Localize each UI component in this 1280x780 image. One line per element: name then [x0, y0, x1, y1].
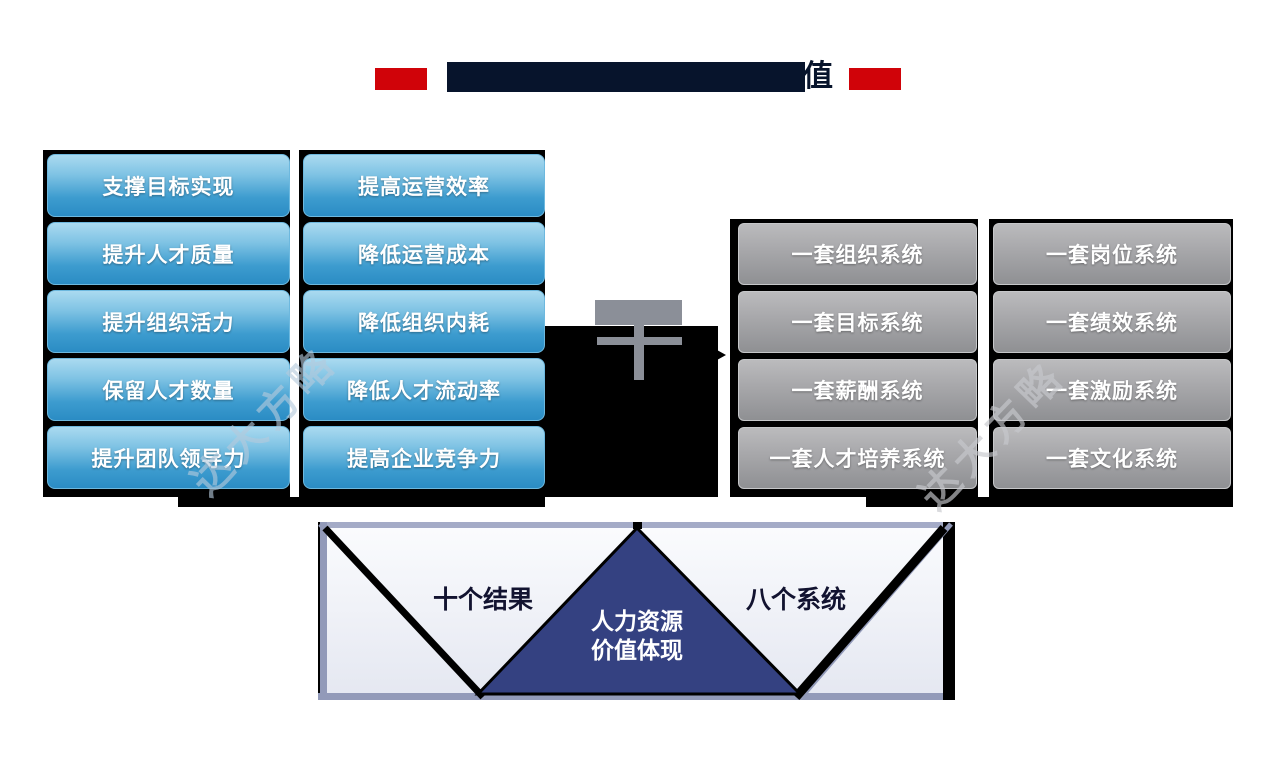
result-item[interactable]: 降低人才流动率: [303, 358, 545, 421]
systems-panel-shadow: [866, 497, 1233, 507]
system-item[interactable]: 一套文化系统: [993, 427, 1231, 489]
triangle-label-line2: 价值体现: [591, 638, 683, 664]
left-funnel-label: 十个结果: [432, 585, 533, 614]
result-item[interactable]: 提升组织活力: [47, 290, 290, 353]
result-item[interactable]: 提升团队领导力: [47, 426, 290, 489]
result-item[interactable]: 支撑目标实现: [47, 154, 290, 217]
system-item[interactable]: 一套人才培养系统: [738, 427, 977, 489]
figure-border-bottom: [318, 693, 955, 700]
system-item[interactable]: 一套绩效系统: [993, 291, 1231, 353]
plus-panel: [545, 326, 718, 497]
system-item[interactable]: 一套薪酬系统: [738, 359, 977, 421]
center-triangle: [474, 525, 804, 696]
figure-border-left: [320, 522, 327, 700]
title-accent-left: [375, 68, 427, 90]
figure-border-right: [943, 522, 955, 700]
system-item[interactable]: 一套激励系统: [993, 359, 1231, 421]
system-item[interactable]: 一套组织系统: [738, 223, 977, 285]
right-diagonal-line: [792, 525, 948, 700]
result-item[interactable]: 降低运营成本: [303, 222, 545, 285]
result-item[interactable]: 提高运营效率: [303, 154, 545, 217]
title-accent-right: [849, 68, 901, 90]
apex-tick: [633, 522, 642, 529]
arrow-right-icon: [717, 350, 726, 360]
figure-border-left-outline: [318, 522, 320, 700]
result-item[interactable]: 降低组织内耗: [303, 290, 545, 353]
plus-top-block: [595, 300, 682, 325]
triangle-label-line1: 人力资源: [591, 609, 683, 635]
value-funnel-figure: 十个结果 八个系统 人力资源 价值体现: [318, 522, 955, 700]
result-item[interactable]: 提高企业竞争力: [303, 426, 545, 489]
triangle-label: 人力资源 价值体现: [557, 608, 717, 666]
right-funnel-label: 八个系统: [745, 585, 846, 614]
system-item[interactable]: 一套目标系统: [738, 291, 977, 353]
title-bar: [447, 62, 805, 92]
system-item[interactable]: 一套岗位系统: [993, 223, 1231, 285]
plus-vertical-bar: [634, 325, 644, 380]
value-funnel-shapes: [318, 522, 955, 700]
results-panel-shadow: [178, 497, 545, 507]
left-diagonal-line: [322, 525, 486, 700]
result-item[interactable]: 保留人才数量: [47, 358, 290, 421]
plus-horizontal-bar: [597, 337, 682, 345]
title-visible-character: 值: [803, 59, 833, 94]
result-item[interactable]: 提升人才质量: [47, 222, 290, 285]
